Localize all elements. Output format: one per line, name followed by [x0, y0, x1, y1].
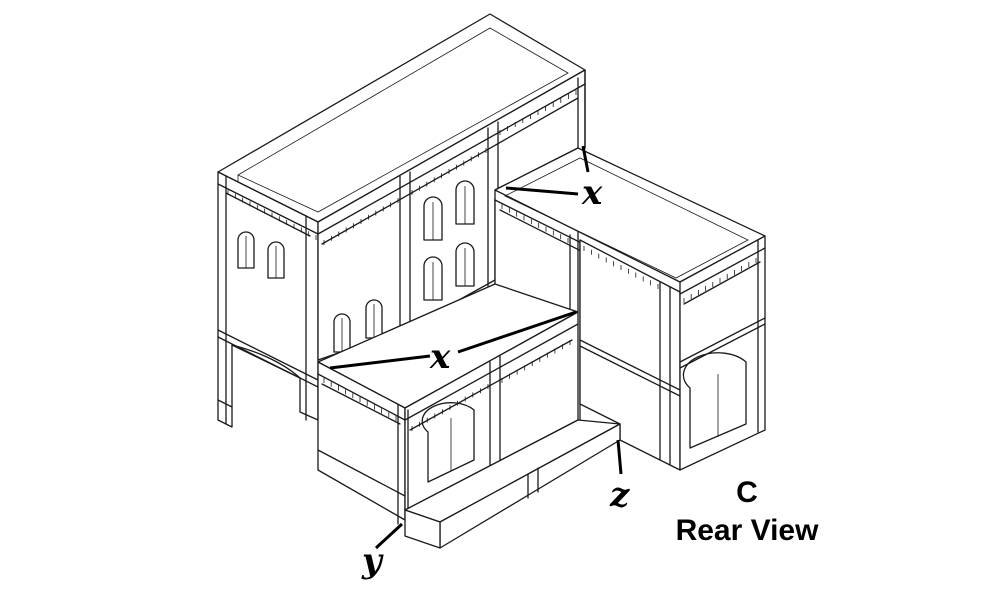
label-x-upper: x [581, 173, 603, 213]
window [423, 196, 443, 241]
callout-lines [329, 145, 623, 550]
callout-line-x-upper [505, 186, 579, 196]
callout-line-x-upper-b [581, 145, 590, 173]
label-x-lower: x [429, 337, 451, 377]
window [455, 242, 475, 287]
view-letter: C [736, 476, 758, 509]
window [237, 231, 255, 269]
right-block [579, 235, 766, 471]
callout-line-x-lower-b [457, 310, 577, 354]
cornice-dentils [227, 90, 757, 431]
main-tall-block [217, 13, 586, 428]
garage-door [421, 402, 475, 483]
window [365, 299, 383, 339]
lower-front-wing [317, 283, 579, 525]
callout-line-z [616, 439, 623, 475]
large-arched-door [682, 352, 747, 449]
window [333, 313, 351, 353]
window [267, 241, 285, 279]
label-y: y [361, 541, 384, 581]
callout-line-y [374, 522, 404, 550]
loading-dock [404, 419, 621, 549]
view-title: Rear View [676, 514, 820, 547]
dock-end [404, 509, 441, 549]
window [423, 256, 443, 301]
label-z: z [609, 475, 630, 515]
window [455, 180, 475, 225]
callout-line-x-lower-a [329, 354, 431, 370]
